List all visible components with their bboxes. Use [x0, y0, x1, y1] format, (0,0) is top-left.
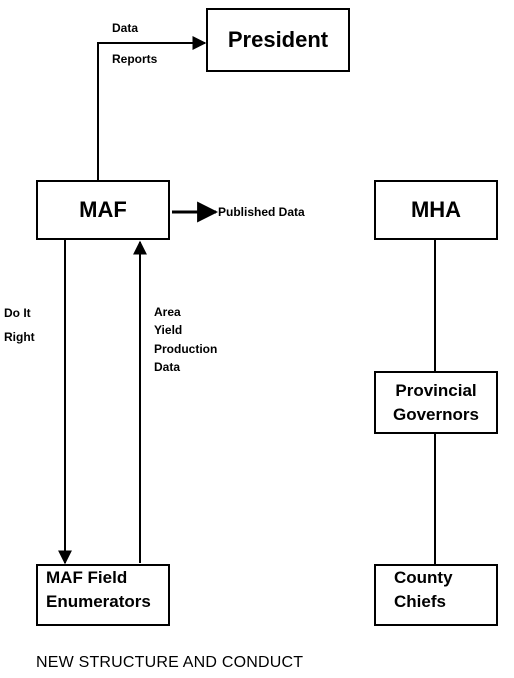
enumerators-label-line2: Enumerators: [46, 592, 151, 611]
maf-label: MAF: [79, 197, 127, 222]
president-box: President: [206, 8, 350, 72]
right-label: Right: [4, 330, 35, 344]
county-label-line1: County: [394, 568, 453, 587]
do-it-label: Do It: [4, 306, 31, 320]
provincial-governors-box: Provincial Governors: [374, 371, 498, 434]
mha-box: MHA: [374, 180, 498, 240]
provincial-label-line2: Governors: [393, 404, 479, 424]
reports-label: Reports: [112, 52, 158, 66]
data-label-2: Data: [154, 360, 181, 374]
published-data-label: Published Data: [218, 205, 305, 219]
maf-to-president-arrow: [97, 36, 207, 180]
county-label-line2: Chiefs: [394, 592, 446, 611]
field-enumerators-box: MAF Field Enumerators: [36, 564, 170, 626]
mha-label: MHA: [410, 197, 462, 222]
area-label: Area: [154, 305, 181, 319]
diagram-caption: NEW STRUCTURE AND CONDUCT: [36, 654, 304, 671]
yield-label: Yield: [154, 323, 183, 337]
county-chiefs-box: County Chiefs: [374, 564, 498, 626]
maf-box: MAF: [36, 180, 170, 240]
data-label: Data: [112, 21, 139, 35]
enumerators-label-line1: MAF Field: [46, 568, 128, 587]
production-label: Production: [154, 342, 218, 356]
provincial-label-line1: Provincial: [395, 380, 477, 400]
president-label: President: [227, 27, 329, 52]
